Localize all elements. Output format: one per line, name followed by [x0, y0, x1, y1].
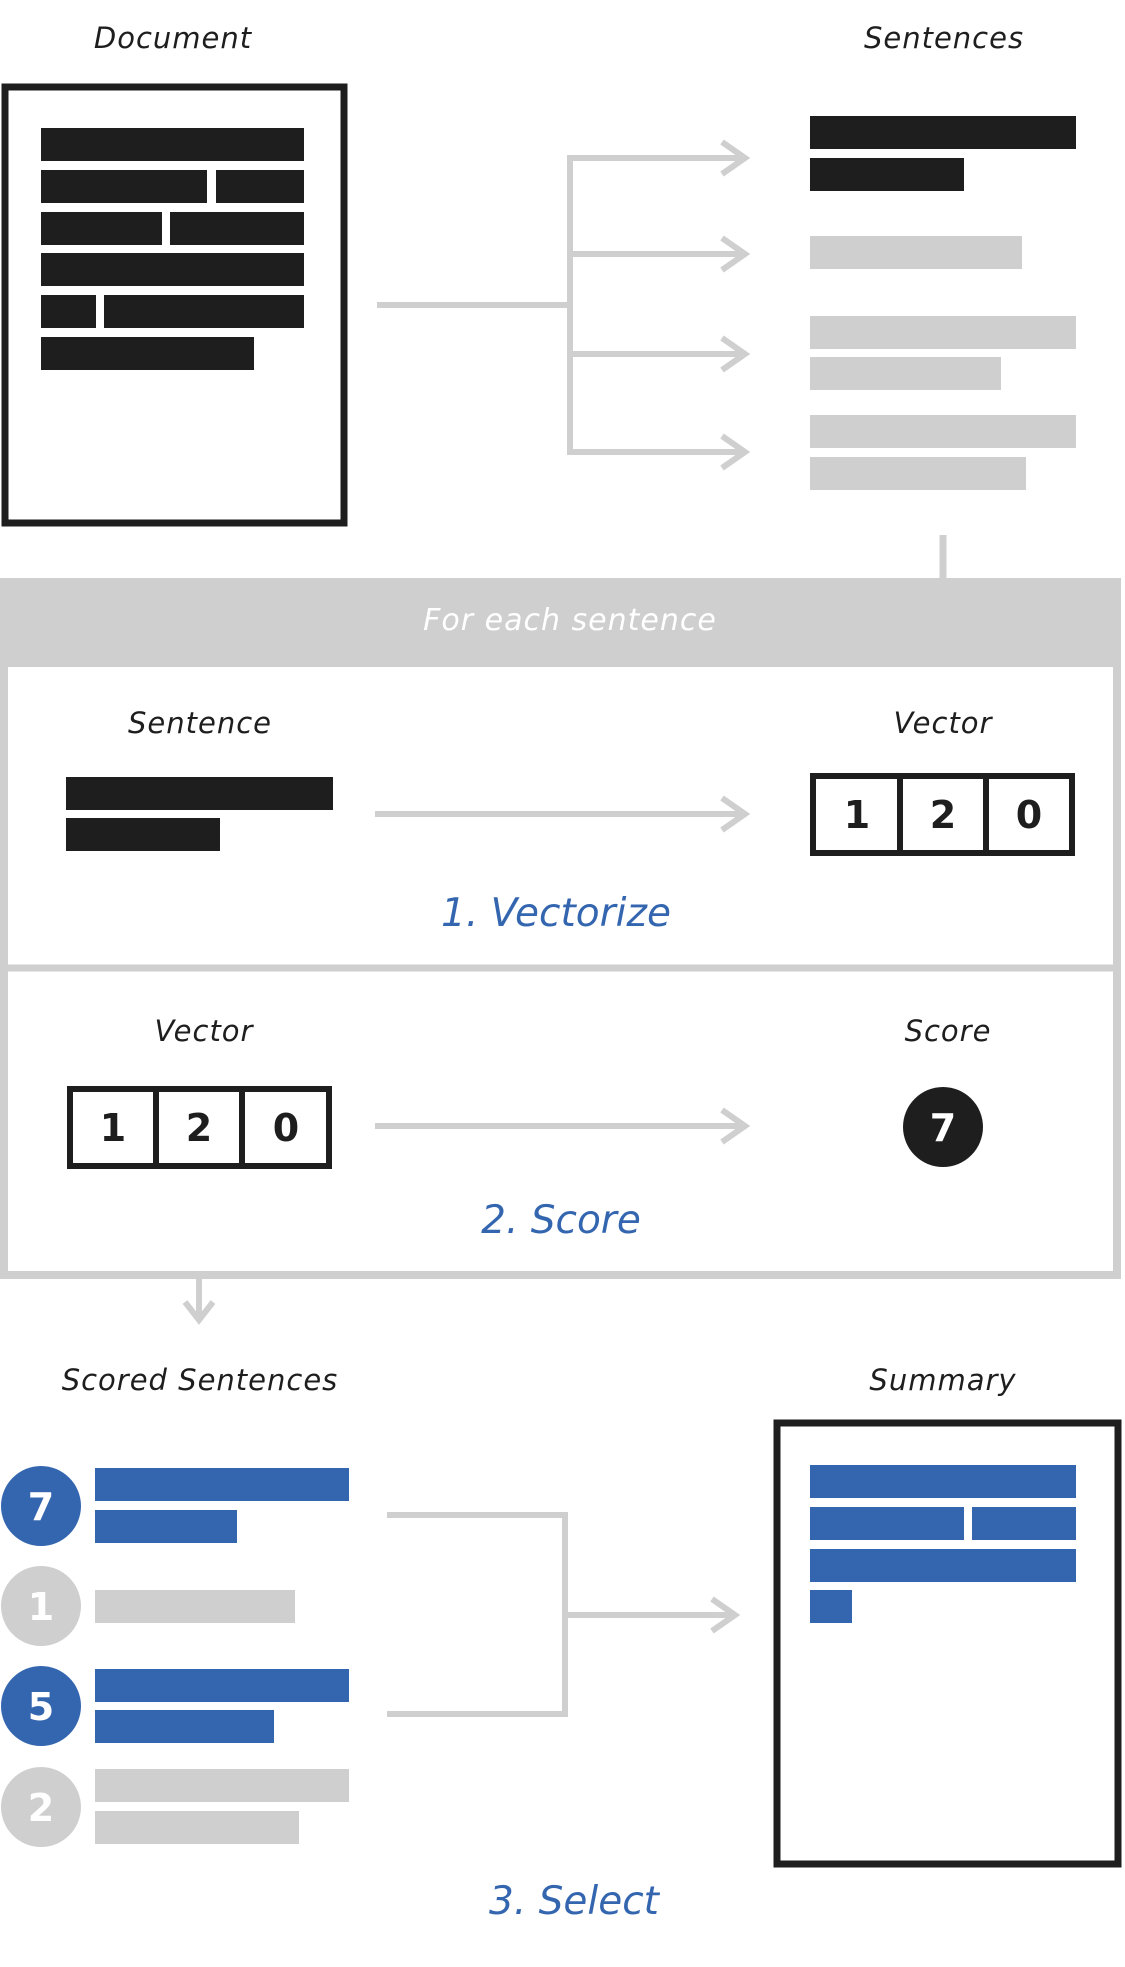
summary-label: Summary [869, 1363, 1016, 1397]
input-sentence [66, 777, 333, 851]
summary-text-lines [810, 1465, 1076, 1623]
loop-banner-text: For each sentence [423, 603, 717, 638]
scored-sentence-2: 1 [1, 1566, 295, 1646]
vector-value-2: 2 [186, 1106, 212, 1150]
score-value: 7 [930, 1106, 956, 1150]
document-label: Document [94, 21, 253, 55]
scored-sentence-4: 2 [1, 1767, 349, 1847]
loop-exit-arrow [182, 1278, 216, 1325]
summary-page [773, 1419, 1122, 1868]
vector-label: Vector [894, 706, 994, 740]
scored-sentence-3: 5 [1, 1666, 349, 1746]
score-step: Vector Score 1 2 0 7 2. Score [67, 1014, 992, 1243]
step-vectorize-label: 1. Vectorize [441, 891, 671, 936]
score-label: Score [905, 1014, 992, 1048]
vector-value-1: 1 [844, 793, 870, 837]
score-badge [1, 1466, 81, 1546]
document-page [1, 83, 348, 527]
document-text-lines [41, 128, 304, 370]
score-badge-value: 7 [28, 1485, 54, 1529]
sentence-label: Sentence [128, 706, 272, 740]
sentence-2 [810, 236, 1022, 269]
vector-box [67, 1086, 332, 1169]
merge-arrows [387, 1512, 741, 1717]
score-badge-value: 5 [28, 1685, 54, 1729]
score-circle [903, 1087, 983, 1167]
scored-sentence-list: 7 1 5 2 [1, 1466, 349, 1847]
scored-sentences-label: Scored Sentences [62, 1363, 339, 1397]
sentence-4 [810, 415, 1076, 490]
score-badge [1, 1566, 81, 1646]
sentence-3 [810, 316, 1076, 390]
sentence-list [810, 116, 1076, 490]
scored-sentence-1: 7 [1, 1466, 349, 1546]
score-badge [1, 1767, 81, 1847]
score-arrow [375, 1107, 751, 1145]
sentences-label: Sentences [864, 21, 1024, 55]
sentence-1 [810, 116, 1076, 191]
score-badge-value: 1 [28, 1585, 54, 1629]
vectorize-arrow [375, 795, 751, 833]
step-score-label: 2. Score [481, 1198, 641, 1243]
vector-value-1: 1 [100, 1106, 126, 1150]
vector-value-2: 2 [930, 793, 956, 837]
loop-frame [0, 578, 1121, 1279]
score-badge [1, 1666, 81, 1746]
vectorize-step: Sentence Vector 1 2 0 1. Vectorize [66, 706, 1075, 936]
vector-label: Vector [155, 1014, 255, 1048]
vector-value-3: 0 [1016, 793, 1042, 837]
vector-value-3: 0 [273, 1106, 299, 1150]
split-arrows [377, 139, 751, 471]
step-select-label: 3. Select [489, 1879, 661, 1924]
score-badge-value: 2 [28, 1786, 54, 1830]
vector-box [810, 773, 1075, 856]
